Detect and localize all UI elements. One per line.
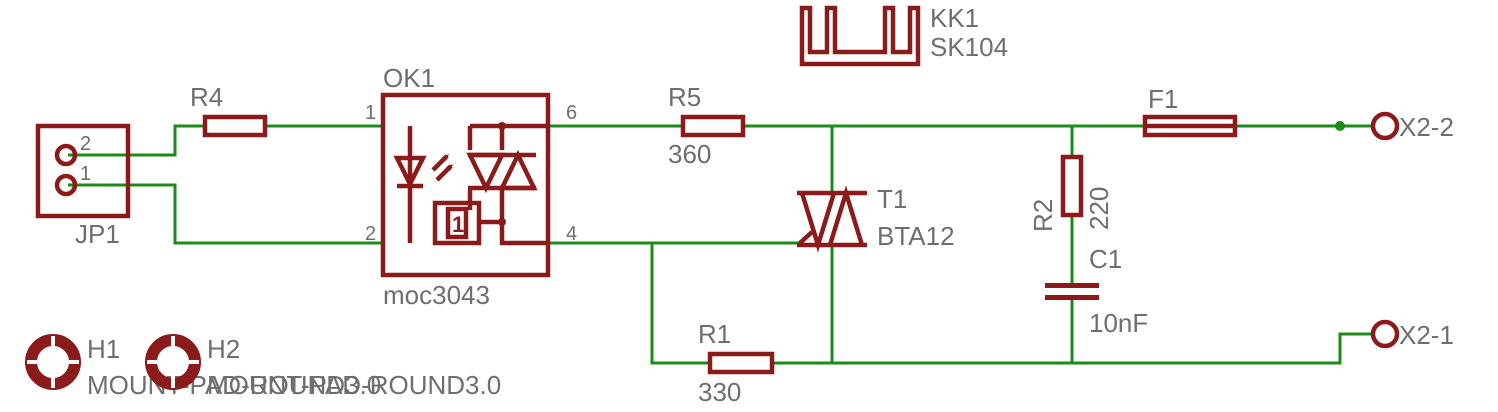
wires: [68, 121, 1372, 365]
ok1-pin-6-label: 6: [566, 102, 577, 124]
ok1-light-arrows-icon: [431, 154, 453, 182]
r1-name: R1: [698, 319, 731, 349]
jp1-connector: 2 1 JP1: [35, 123, 131, 249]
r5-resistor: R5 360: [668, 82, 746, 169]
heatsink-icon: [799, 5, 921, 67]
ok1-optocoupler: OK1 moc3043 1 2 6 4 1: [365, 63, 577, 310]
t1-triangle-right: [827, 185, 865, 246]
c1-plate-bottom: [1045, 295, 1099, 300]
r5-value: 360: [668, 139, 711, 169]
jp1-pad-2: [54, 143, 78, 167]
ok1-zero-cross-label: 1: [452, 212, 464, 237]
t1-name: T1: [877, 184, 907, 214]
wire-r1-to-x2-1: [772, 332, 1372, 365]
ok1-zero-cross-inner: [445, 206, 469, 240]
f1-fuse: F1: [1142, 84, 1238, 138]
ok1-value: moc3043: [383, 280, 490, 310]
wire-jp1-pin1-to-ok1-pin2: [68, 183, 383, 245]
jp1-name: JP1: [75, 219, 120, 249]
jp1-pin-1-label: 1: [80, 163, 91, 185]
ok1-node-top: [498, 122, 506, 130]
jp1-pin-2-label: 2: [80, 133, 91, 155]
jp1-body: [35, 123, 131, 219]
r1-value: 330: [698, 377, 741, 407]
r2-name: R2: [1028, 199, 1058, 232]
t1-triac: T1 BTA12: [797, 184, 955, 253]
c1-capacitor: C1 10nF: [1045, 244, 1148, 338]
x2-terminals: X2-2 X2-1: [1370, 111, 1454, 350]
x2-2-terminal-icon: [1370, 111, 1400, 141]
r2-value: 220: [1084, 187, 1114, 230]
c1-value: 10nF: [1089, 308, 1148, 338]
ok1-body: [380, 92, 551, 278]
wire-jp1-pin2-to-r4: [68, 124, 205, 157]
jp1-pad-1: [54, 173, 78, 197]
kk1-heatsink: KK1 SK104: [799, 3, 1008, 67]
t1-triangle-left: [799, 192, 837, 253]
ok1-triac-icon: [466, 149, 538, 194]
r4-resistor: R4: [190, 82, 268, 138]
wire-junction: [1335, 121, 1345, 131]
kk1-name: KK1: [930, 3, 979, 33]
r4-body: [202, 114, 268, 138]
h1-name: H1: [87, 334, 120, 364]
t1-value: BTA12: [877, 221, 955, 251]
h1-mount-pad: H1 MOUNT-PAD-ROUND3.0: [25, 334, 381, 400]
kk1-value: SK104: [930, 32, 1008, 62]
f1-name: F1: [1148, 84, 1178, 114]
r4-name: R4: [190, 82, 223, 112]
ok1-led-icon: [393, 155, 427, 190]
h2-name: H2: [207, 334, 240, 364]
ok1-triac-wires: [467, 123, 548, 246]
r5-name: R5: [668, 82, 701, 112]
h1-value: MOUNT-PAD-ROUND3.0: [87, 370, 381, 400]
r1-resistor: R1 330: [698, 319, 775, 407]
ok1-pin-1-label: 1: [365, 102, 376, 124]
r2-body: [1060, 154, 1084, 218]
c1-name: C1: [1089, 244, 1122, 274]
h1-pad-slots: [27, 336, 79, 388]
ok1-pin-4-label: 4: [566, 223, 577, 245]
r1-body: [707, 351, 775, 375]
x2-1-terminal-icon: [1370, 319, 1400, 349]
h2-pad-slots: [147, 336, 199, 388]
c1-plate-top: [1045, 283, 1099, 288]
ok1-name: OK1: [383, 63, 435, 93]
t1-gate: [798, 230, 814, 245]
x2-2-name: X2-2: [1399, 112, 1454, 142]
h2-value: MOUNT-PAD-ROUND3.0: [207, 370, 501, 400]
x2-1-name: X2-1: [1399, 320, 1454, 350]
ok1-pin-2-label: 2: [365, 223, 376, 245]
r2-resistor: R2 220: [1028, 154, 1114, 232]
r5-body: [680, 114, 746, 138]
wire-gate-branch-to-r1: [650, 243, 710, 365]
h2-mount-pad: H2 MOUNT-PAD-ROUND3.0: [145, 334, 501, 400]
